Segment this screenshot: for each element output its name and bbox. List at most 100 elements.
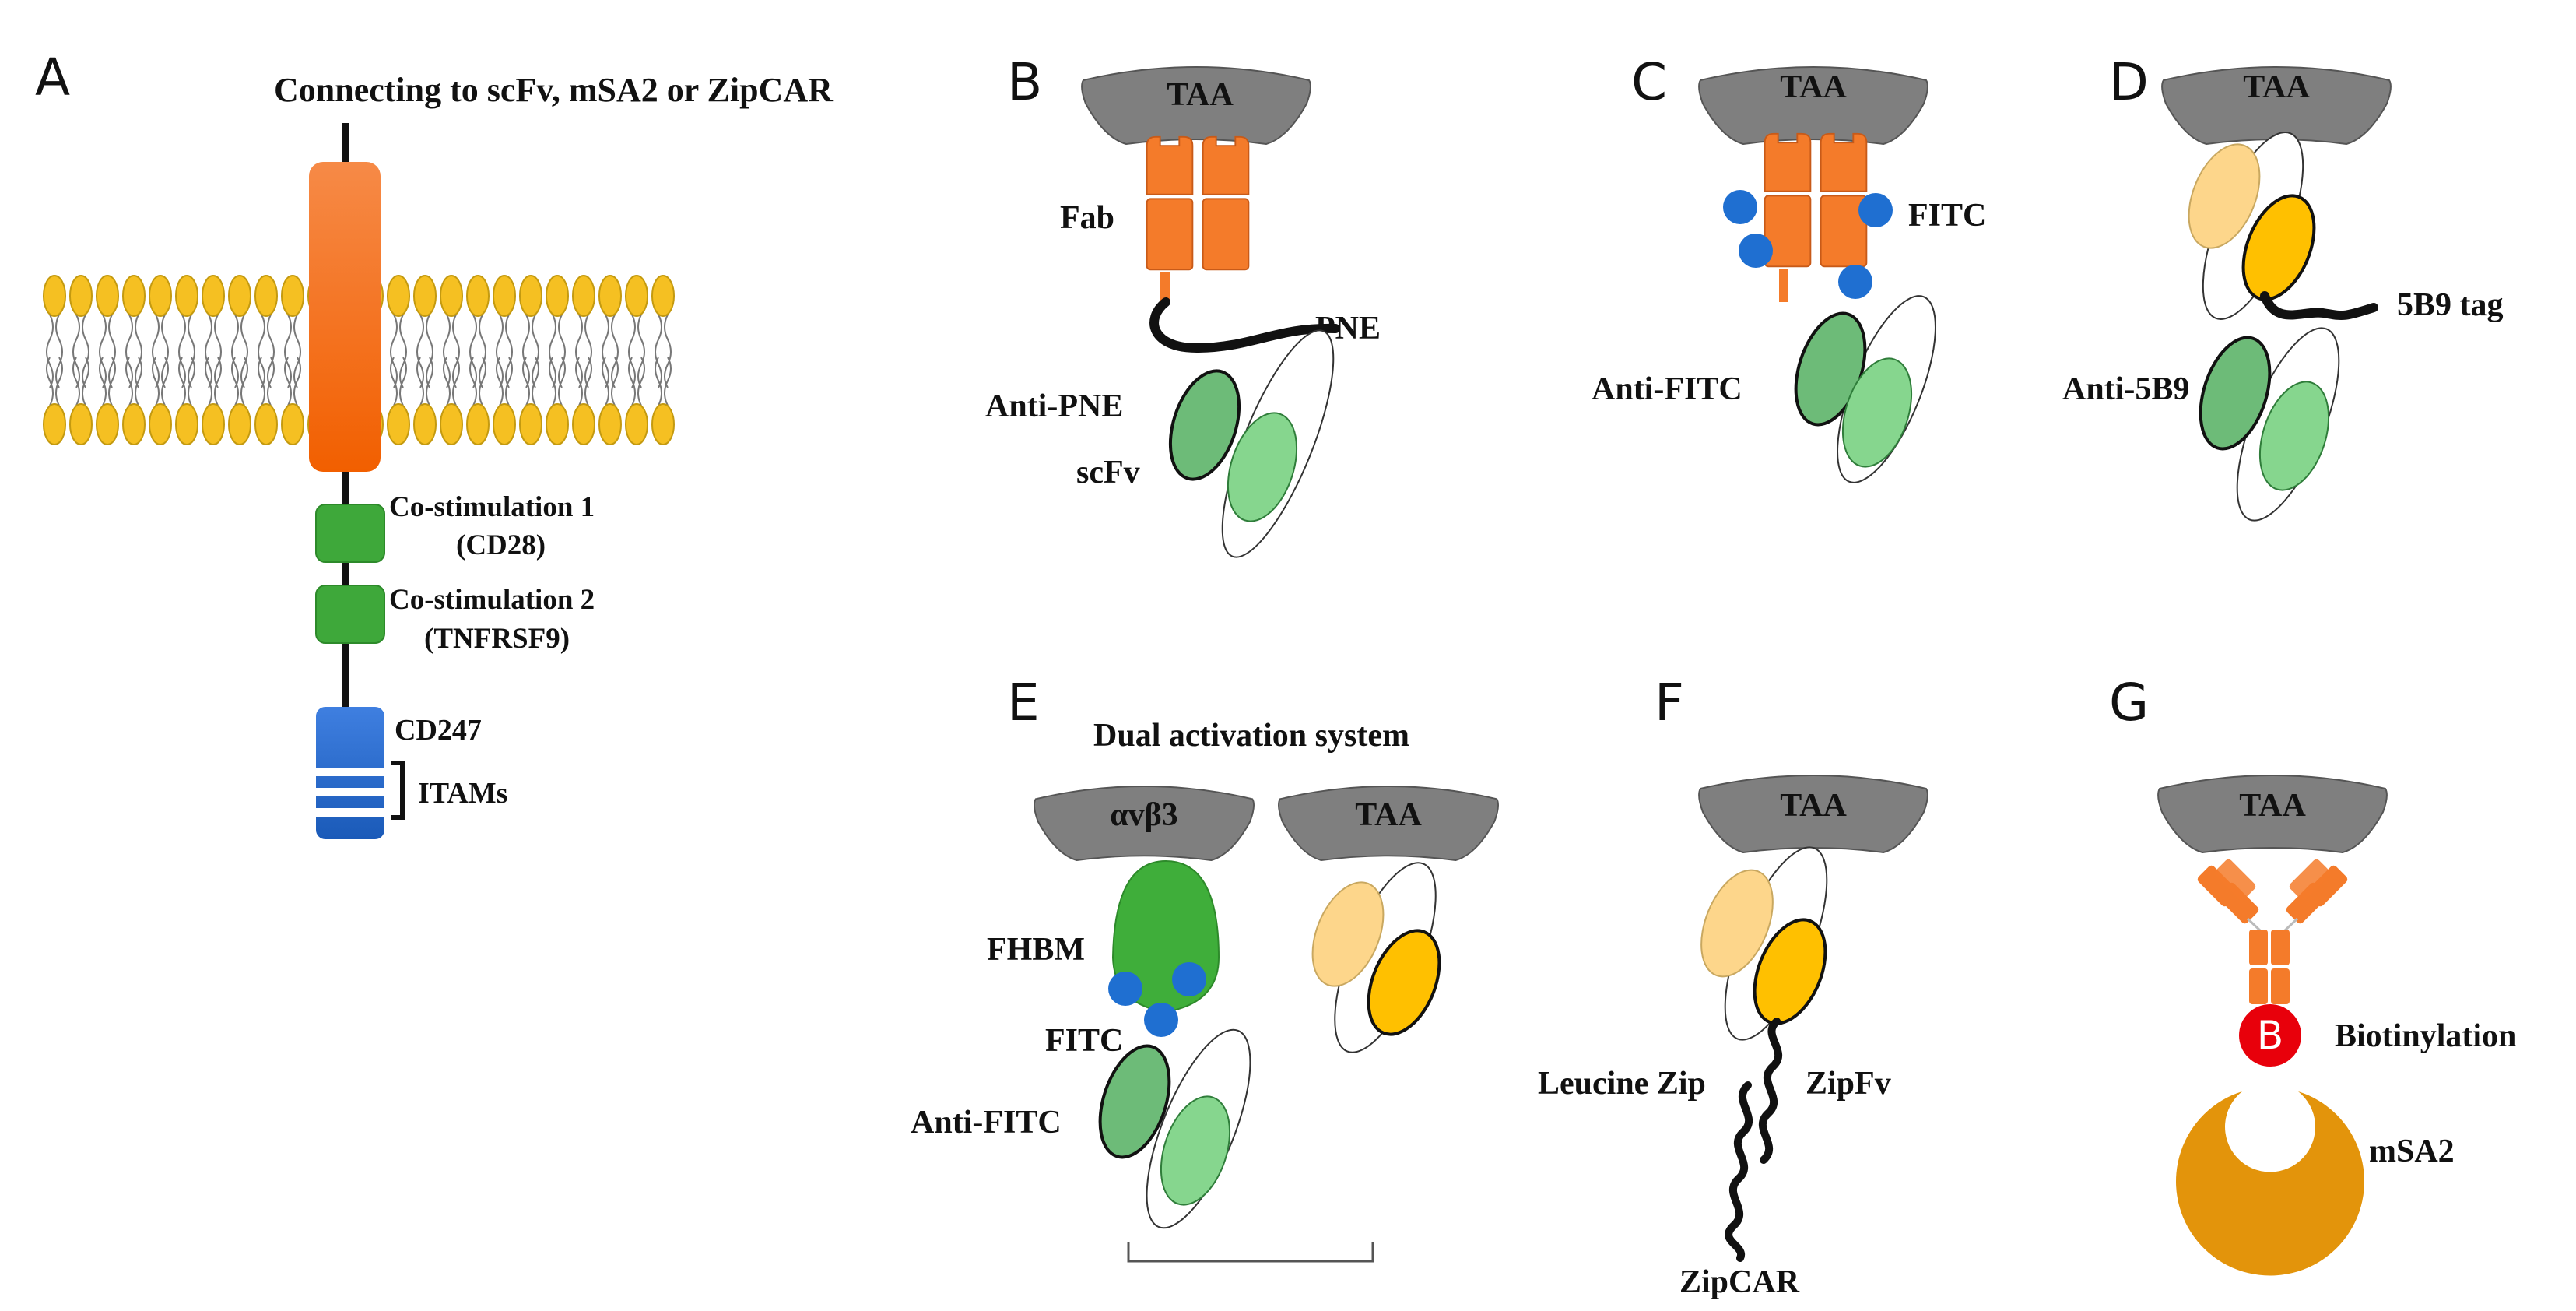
tag-binder-vl-domain	[2188, 143, 2261, 249]
lipid-head	[175, 403, 198, 445]
lipid-head	[572, 403, 595, 445]
lipid-tail	[549, 314, 566, 406]
dual-system-bracket	[1127, 1242, 1374, 1263]
pne-linker	[1149, 297, 1340, 353]
lipid-head	[122, 275, 146, 317]
panel-f: F TAA ZipFv Leucine Zip ZipCAR	[1538, 673, 1928, 1300]
panel-g-letter: G	[2109, 673, 2149, 733]
panel-d: D TAA 5B9 tag Anti-5B9	[2062, 52, 2504, 522]
panel-a: A Connecting to scFv, mSA2 or ZipCAR Co-…	[35, 47, 834, 839]
lipid-head	[440, 403, 463, 445]
biotin-marker	[2239, 1004, 2301, 1067]
lipid-head	[43, 275, 66, 317]
costim-2-domain	[315, 585, 385, 644]
scfv-label: scFv	[1076, 455, 1140, 490]
lipid-tail	[231, 314, 248, 406]
panel-d-letter: D	[2109, 52, 2149, 112]
lipid-tail	[575, 314, 592, 406]
5b9-tag-linker	[2260, 291, 2378, 321]
antibody-y-shape	[2197, 859, 2348, 1004]
lipid-head	[122, 403, 146, 445]
lipid-head	[440, 275, 463, 317]
fhbm-label: FHBM	[987, 932, 1085, 968]
lipid-head	[149, 275, 172, 317]
lipid-head	[43, 403, 66, 445]
fab-arm-right	[1202, 135, 1250, 271]
costim-1-label: Co-stimulation 1	[389, 491, 595, 523]
biotinylation-label: Biotinylation	[2335, 1018, 2516, 1054]
zipfv-leucine-zipper	[1758, 1018, 1783, 1164]
fab-arm-left	[1146, 135, 1194, 271]
zipfv-label: ZipFv	[1806, 1066, 1891, 1102]
antigen-label-e: TAA	[1355, 797, 1422, 833]
lipid-head	[281, 403, 304, 445]
antigen-label-c: TAA	[1780, 69, 1847, 105]
lipid-tail	[469, 314, 486, 406]
antigen-label-g: TAA	[2239, 788, 2306, 824]
fitc-hapten	[1838, 265, 1872, 299]
anti-5b9-vh-domain	[2199, 336, 2272, 451]
lipid-head	[281, 275, 304, 317]
taa-scfv-vh-domain	[1367, 929, 1441, 1036]
antigen-label-d: TAA	[2243, 69, 2310, 105]
lipid-head	[625, 403, 648, 445]
anti-fitc-vl-domain	[1841, 357, 1913, 468]
lipid-head	[413, 275, 437, 317]
msa2-protein	[2175, 1091, 2364, 1276]
anti-5b9-vl-domain	[2258, 381, 2330, 491]
lipid-head	[625, 275, 648, 317]
biotin-marker-letter: B	[2257, 1013, 2283, 1058]
panel-e-letter: E	[1007, 673, 1040, 733]
lipid-head	[96, 275, 119, 317]
lipid-head	[651, 403, 675, 445]
lipid-tail	[602, 314, 619, 406]
fitc-label-c: FITC	[1908, 198, 1986, 234]
fab-hinge-c	[1779, 269, 1788, 302]
5b9-tag-label: 5B9 tag	[2397, 287, 2504, 323]
lipid-tail	[178, 314, 195, 406]
anti-5b9-label: Anti-5B9	[2062, 371, 2189, 407]
itams-label: ITAMs	[418, 777, 507, 810]
lipid-tail	[284, 314, 301, 406]
lipid-head	[546, 275, 569, 317]
lipid-tail	[125, 314, 142, 406]
lipid-tail	[99, 314, 116, 406]
panel-e: E Dual activation system αvβ3 TAA FHBM F…	[911, 673, 1500, 1263]
lipid-head	[546, 403, 569, 445]
lipid-tail	[655, 314, 672, 406]
taa-scfv-vl-domain	[1311, 881, 1385, 987]
tag-binder-vh-domain	[2241, 194, 2316, 301]
fab-arm-right-c	[1820, 132, 1868, 268]
zipcar-label: ZipCAR	[1679, 1264, 1800, 1300]
lipid-head	[96, 403, 119, 445]
lipid-head	[149, 403, 172, 445]
lipid-tail	[522, 314, 539, 406]
panel-a-title: Connecting to scFv, mSA2 or ZipCAR	[274, 71, 834, 109]
fitc-hapten	[1739, 234, 1773, 268]
transmembrane-domain	[309, 162, 381, 472]
lipid-head	[69, 403, 93, 445]
lipid-tail	[496, 314, 513, 406]
panel-b: B TAA Fab PNE Anti-PNE scFv	[985, 52, 1381, 558]
lipid-tail	[205, 314, 222, 406]
lipid-tail	[46, 314, 63, 406]
lipid-tail	[258, 314, 275, 406]
lipid-head	[413, 403, 437, 445]
lipid-tail	[628, 314, 645, 406]
msa2-label: mSA2	[2369, 1134, 2455, 1169]
itam-stripe	[316, 808, 384, 817]
costim-1-domain	[315, 504, 385, 563]
panel-c: C TAA FITC Anti-FITC	[1592, 52, 1986, 483]
fitc-hapten-e	[1144, 1003, 1178, 1037]
fitc-hapten-e	[1108, 972, 1142, 1006]
lipid-head	[466, 275, 490, 317]
lipid-head	[519, 403, 542, 445]
lipid-head	[202, 403, 225, 445]
lipid-head	[493, 275, 516, 317]
lipid-head	[519, 275, 542, 317]
integrin-label: αvβ3	[1110, 797, 1178, 833]
fab-label: Fab	[1060, 200, 1114, 236]
antigen-label-b: TAA	[1167, 77, 1234, 113]
anti-fitc-label-c: Anti-FITC	[1592, 371, 1742, 407]
lipid-head	[69, 275, 93, 317]
